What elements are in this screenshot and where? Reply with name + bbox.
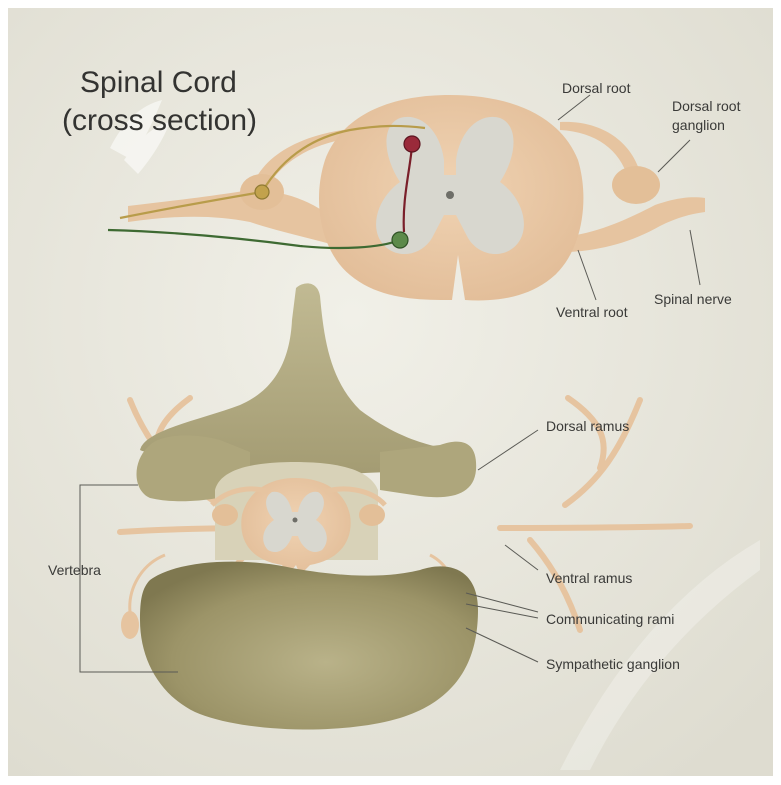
small-left-drg xyxy=(212,504,238,526)
vertebral-body xyxy=(140,562,478,730)
label-dorsal-ramus: Dorsal ramus xyxy=(546,418,629,434)
motor-cell-body xyxy=(392,232,408,248)
left-sympathetic-ganglion xyxy=(121,611,139,639)
title-line-1: Spinal Cord xyxy=(80,66,237,99)
central-canal xyxy=(446,191,454,199)
label-dorsal-root-ganglion-line-2: ganglion xyxy=(672,117,725,133)
label-dorsal-root: Dorsal root xyxy=(562,80,631,96)
label-sympathetic-ganglion: Sympathetic ganglion xyxy=(546,656,680,672)
label-communicating-rami: Communicating rami xyxy=(546,611,674,627)
title-line-2: (cross section) xyxy=(62,104,257,137)
central-canal-small xyxy=(293,518,298,523)
label-spinal-nerve: Spinal nerve xyxy=(654,291,732,307)
right-dorsal-root-ganglion xyxy=(612,166,660,204)
label-ventral-ramus: Ventral ramus xyxy=(546,570,632,586)
sensory-cell-body xyxy=(255,185,269,199)
label-ventral-root: Ventral root xyxy=(556,304,628,320)
label-vertebra: Vertebra xyxy=(48,562,101,578)
label-dorsal-root-ganglion-line-1: Dorsal root xyxy=(672,98,741,114)
small-right-drg xyxy=(359,504,385,526)
interneuron-cell-body xyxy=(404,136,420,152)
